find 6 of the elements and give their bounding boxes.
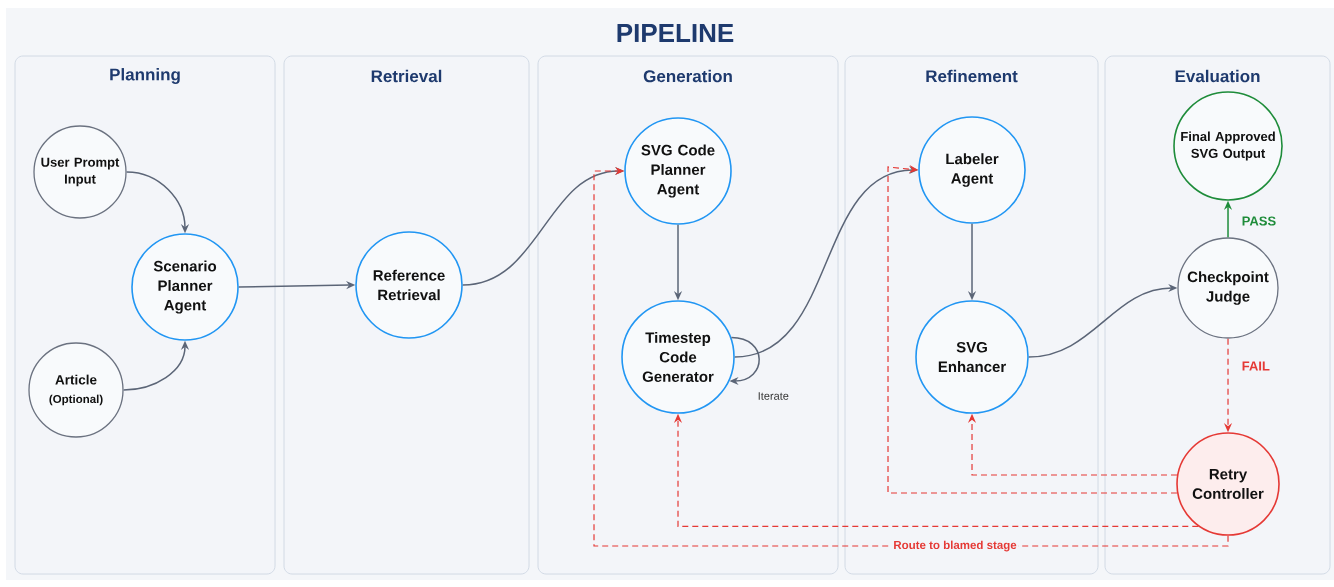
- edge-label: Iterate: [756, 390, 791, 402]
- dashed-arrow: [593, 166, 1229, 547]
- edge-label: FAIL: [1240, 360, 1272, 372]
- dashed-arrow: [887, 165, 1178, 494]
- edge-label: Route to blamed stage: [891, 539, 1019, 553]
- diagram-title: PIPELINE: [617, 24, 734, 42]
